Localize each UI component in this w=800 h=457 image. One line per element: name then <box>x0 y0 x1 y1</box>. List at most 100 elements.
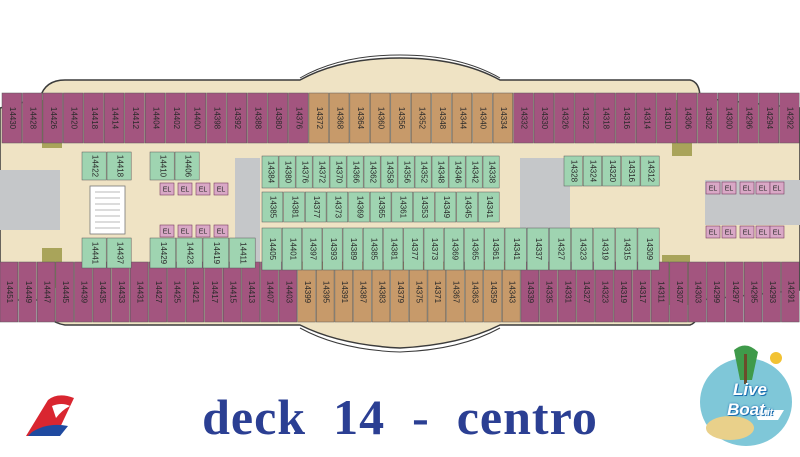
cabin-14340: 14340 <box>472 92 493 144</box>
cabin-box <box>656 92 677 144</box>
cabin-box <box>414 155 432 189</box>
cabin-box <box>621 155 641 187</box>
cabin-number: 14433 <box>117 281 126 304</box>
cabin-14342: 14342 <box>465 155 483 189</box>
cabin-box <box>149 237 176 269</box>
cabin-number: 14389 <box>349 238 358 261</box>
cabin-box <box>738 92 759 144</box>
cabin-14417: 14417 <box>204 261 223 323</box>
cabin-box <box>226 92 247 144</box>
cabin-number: 14392 <box>233 107 242 130</box>
cabin-box <box>81 151 107 181</box>
cabin-number: 14421 <box>191 281 200 304</box>
cabin-box <box>349 92 370 144</box>
cabin-14360: 14360 <box>370 92 391 144</box>
cabin-14401: 14401 <box>282 227 302 271</box>
cabin-14362: 14362 <box>363 155 381 189</box>
cabin-14292: 14292 <box>779 92 800 144</box>
cabin-number: 14401 <box>288 238 297 261</box>
cabin-14385: 14385 <box>261 191 284 223</box>
cabin-box <box>465 155 483 189</box>
cabin-14381: 14381 <box>283 191 305 223</box>
cabin-box <box>380 155 398 189</box>
cabin-number: 14435 <box>98 281 107 304</box>
cabin-14312: 14312 <box>640 155 660 187</box>
cabin-number: 14330 <box>540 107 549 130</box>
cabin-number: 14441 <box>90 242 99 265</box>
cabin-14302: 14302 <box>697 92 718 144</box>
cabin-14393: 14393 <box>322 227 343 271</box>
cabin-number: 14323 <box>578 238 587 261</box>
carnival-funnel-logo-icon <box>26 395 74 436</box>
cabin-box <box>637 227 660 271</box>
elevator-icon: EL <box>705 181 721 195</box>
cabin-14369: 14369 <box>444 227 464 271</box>
cabin-number: 14314 <box>642 107 651 130</box>
cabin-number: 14361 <box>399 196 408 219</box>
cabin-number: 14376 <box>295 107 304 130</box>
elevator-box <box>213 224 229 238</box>
cabin-14363: 14363 <box>464 261 484 323</box>
cabin-14389: 14389 <box>342 227 363 271</box>
cabin-number: 14381 <box>390 238 399 261</box>
cabin-14399: 14399 <box>297 261 316 323</box>
cabin-14418: 14418 <box>83 92 104 144</box>
cabin-number: 14332 <box>520 107 529 130</box>
cabin-number: 14427 <box>154 281 163 304</box>
cabin-number: 14343 <box>508 281 517 304</box>
cabin-number: 14348 <box>436 161 445 184</box>
cabin-number: 14420 <box>70 107 79 130</box>
cabin-box <box>369 191 392 223</box>
cabin-14359: 14359 <box>483 261 502 323</box>
cabin-14338: 14338 <box>482 155 500 189</box>
cabin-box <box>410 92 432 144</box>
cabin-14419: 14419 <box>202 237 229 269</box>
cabin-number: 14292 <box>786 107 795 130</box>
cabin-box <box>492 92 513 144</box>
elevator-icon: EL <box>705 225 721 239</box>
cabin-14384: 14384 <box>261 155 279 189</box>
cabin-box <box>329 92 350 144</box>
cabin-box <box>363 155 381 189</box>
cabin-14445: 14445 <box>55 261 74 323</box>
cabin-number: 14368 <box>336 107 345 130</box>
cabin-14414: 14414 <box>104 92 125 144</box>
elevator-label: EL <box>759 230 768 237</box>
cabin-number: 14337 <box>534 238 543 261</box>
cabin-number: 14377 <box>410 238 419 261</box>
cabin-number: 14295 <box>749 281 758 304</box>
cabin-box <box>106 237 132 269</box>
cabin-box <box>403 227 424 271</box>
cabin-box <box>574 92 595 144</box>
cabin-14309: 14309 <box>637 227 660 271</box>
cabin-box <box>283 191 305 223</box>
cabin-14380: 14380 <box>267 92 288 144</box>
cabin-number: 14372 <box>317 161 326 184</box>
cabin-14447: 14447 <box>36 261 56 323</box>
elevator-box <box>213 182 229 196</box>
cabin-14370: 14370 <box>329 155 347 189</box>
cabin-number: 14323 <box>601 281 610 304</box>
elevator-icon: EL <box>195 224 211 238</box>
elevator-label: EL <box>199 187 208 194</box>
cabin-number: 14369 <box>355 196 364 219</box>
cabin-number: 14372 <box>315 107 324 130</box>
cabin-box <box>326 191 349 223</box>
cabin-number: 14380 <box>283 161 292 184</box>
cabin-14368: 14368 <box>329 92 350 144</box>
cabin-box <box>762 261 781 323</box>
cabin-number: 14360 <box>376 107 385 130</box>
cabin-number: 14411 <box>239 242 248 264</box>
elevator-box <box>705 181 721 195</box>
cabin-number: 14297 <box>731 281 740 304</box>
cabin-box <box>697 92 718 144</box>
cabin-14317: 14317 <box>632 261 651 323</box>
cabin-box <box>431 155 449 189</box>
cabin-number: 14439 <box>80 281 89 304</box>
service-area-left <box>0 170 60 230</box>
cabin-number: 14402 <box>172 107 181 130</box>
elevator-label: EL <box>773 230 782 237</box>
cabin-number: 14364 <box>356 107 365 130</box>
cabin-box <box>348 191 370 223</box>
cabin-14361: 14361 <box>391 191 413 223</box>
